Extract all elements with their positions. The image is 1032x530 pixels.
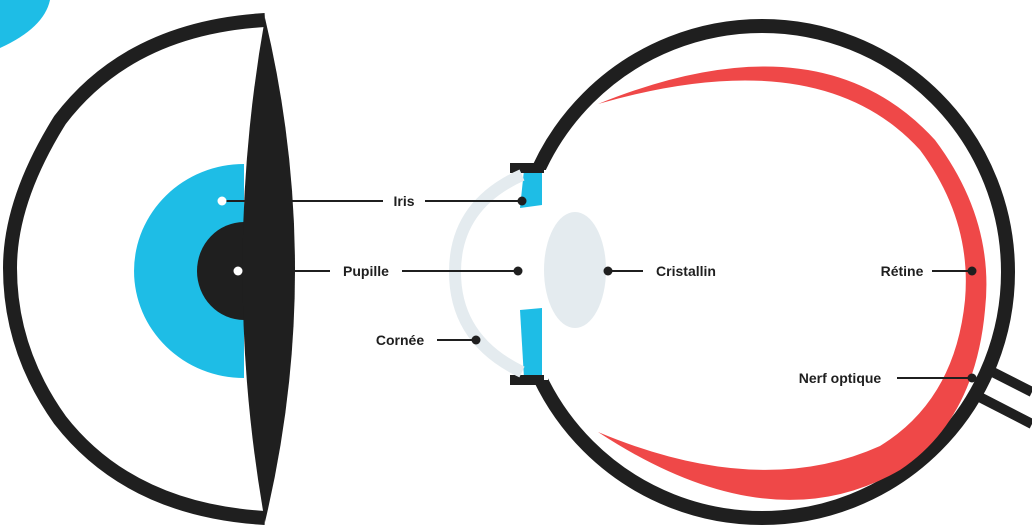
cornea-pointer-dot bbox=[472, 336, 481, 345]
lens-pointer-dot bbox=[604, 267, 613, 276]
label-pupil: Pupille bbox=[343, 263, 389, 279]
label-optic-nerve: Nerf optique bbox=[799, 370, 882, 386]
section-opening-top-cap bbox=[510, 163, 544, 173]
iris-pointer-dot bbox=[218, 197, 227, 206]
label-cornea: Cornée bbox=[376, 332, 424, 348]
retina-pointer-dot bbox=[968, 267, 977, 276]
pupil-pointer-dot-right bbox=[514, 267, 523, 276]
label-iris: Iris bbox=[393, 193, 414, 209]
pupil-pointer-dot bbox=[234, 267, 243, 276]
label-retina: Rétine bbox=[881, 263, 924, 279]
label-lens: Cristallin bbox=[656, 263, 716, 279]
iris-pointer-dot-right bbox=[518, 197, 527, 206]
section-opening-bottom-cap bbox=[510, 375, 544, 385]
corner-decoration bbox=[0, 0, 50, 48]
optic-nerve-pointer-dot bbox=[968, 374, 977, 383]
crystalline-lens bbox=[544, 212, 606, 328]
